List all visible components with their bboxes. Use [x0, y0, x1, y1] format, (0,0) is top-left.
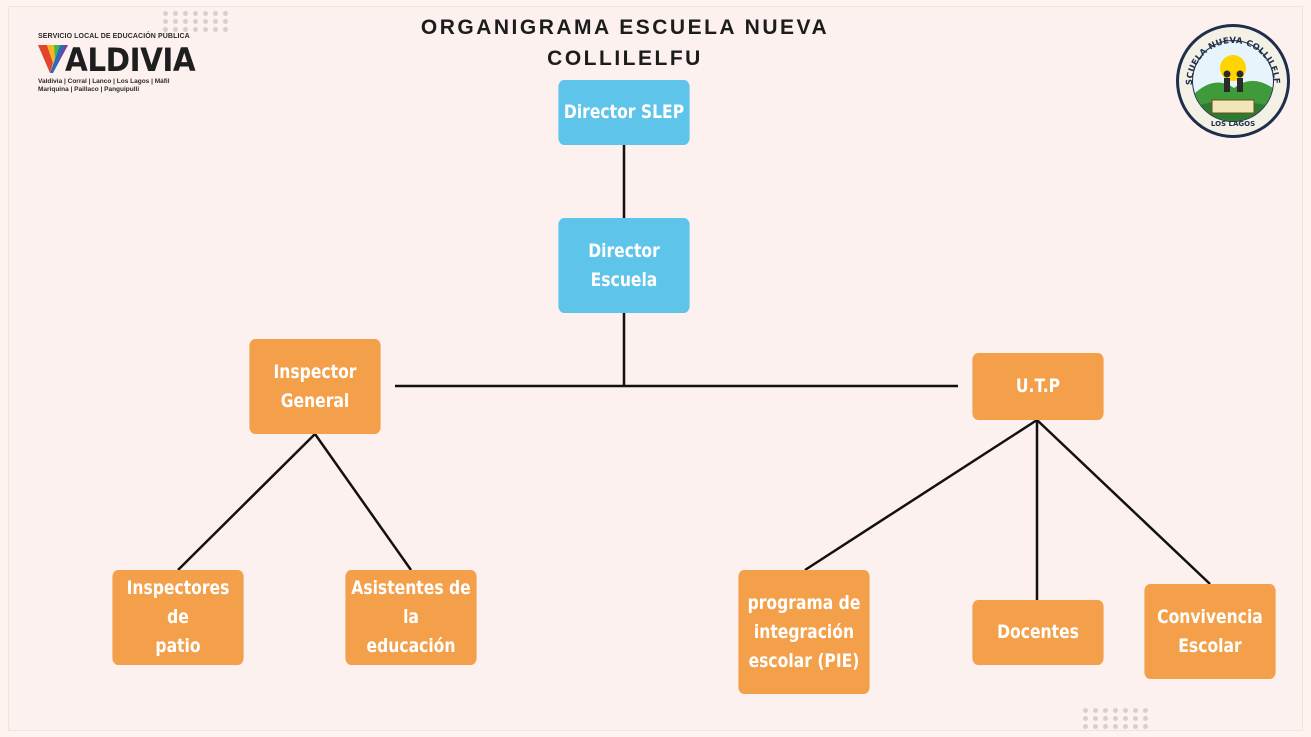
- seal-bottom-text: LOS LAGOS: [1211, 120, 1255, 128]
- decorative-dots-top: [163, 11, 233, 35]
- logo-wordmark-text: ALDIVIA: [65, 41, 196, 79]
- logo-communes-line2: Mariquina | Paillaco | Panguipulli: [38, 86, 140, 93]
- node-asistentes-educacion: Asistentes de la educación: [345, 570, 477, 665]
- node-director-escuela-label: Director Escuela: [588, 239, 660, 291]
- node-convivencia-escolar-label: Convivencia Escolar: [1157, 605, 1263, 657]
- node-pie: programa de integración escolar (PIE): [738, 570, 870, 694]
- title-line-1: ORGANIGRAMA ESCUELA NUEVA: [420, 16, 830, 39]
- node-pie-label: programa de integración escolar (PIE): [747, 591, 861, 672]
- node-utp-label: U.T.P: [1015, 375, 1061, 397]
- node-docentes-label: Docentes: [997, 621, 1079, 643]
- logo-communes: Valdivia | Corral | Lanco | Los Lagos | …: [38, 78, 213, 94]
- logo-subtitle: SERVICIO LOCAL DE EDUCACIÓN PÚBLICA: [38, 33, 190, 40]
- node-inspector-general-label: Inspector General: [273, 360, 357, 412]
- title-line-2: COLLILELFU: [547, 47, 703, 70]
- school-seal-icon: ESCUELA NUEVA COLLILELFU LOS LAGOS: [1174, 22, 1290, 138]
- node-inspector-general: Inspector General: [249, 339, 381, 434]
- line-inspector-asistentes: [313, 433, 413, 571]
- line-inspector-patio: [177, 433, 316, 571]
- node-convivencia-escolar: Convivencia Escolar: [1144, 584, 1276, 679]
- valdivia-logo: SERVICIO LOCAL DE EDUCACIÓN PÚBLICA ALDI…: [38, 33, 213, 94]
- node-director-slep-label: Director SLEP: [563, 101, 685, 123]
- logo-communes-line1: Valdivia | Corral | Lanco | Los Lagos | …: [38, 78, 170, 85]
- node-inspectores-patio: Inspectores de patio: [112, 570, 244, 665]
- node-docentes: Docentes: [972, 600, 1104, 665]
- node-utp: U.T.P: [972, 353, 1104, 420]
- node-asistentes-educacion-label: Asistentes de la educación: [351, 577, 471, 657]
- line-utp-pie: [804, 418, 1038, 572]
- node-director-slep: Director SLEP: [558, 80, 690, 145]
- logo-wordmark: ALDIVIA: [38, 41, 213, 79]
- node-inspectores-patio-label: Inspectores de patio: [126, 577, 230, 657]
- v-logo-icon: [38, 45, 68, 73]
- node-director-escuela: Director Escuela: [558, 218, 690, 313]
- line-utp-convivencia: [1036, 419, 1211, 585]
- decorative-dots-bottom: [1083, 708, 1153, 732]
- page-title: ORGANIGRAMA ESCUELA NUEVA COLLILELFU: [360, 12, 890, 74]
